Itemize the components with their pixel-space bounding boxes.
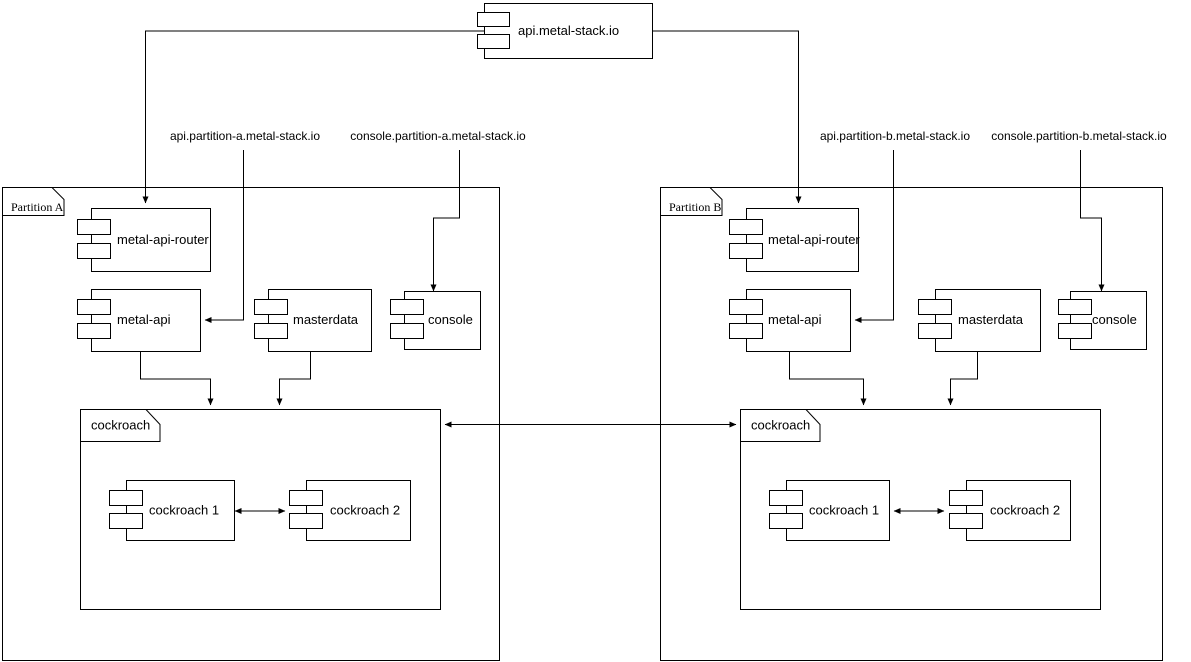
uml-component-icon	[390, 299, 424, 339]
component-label: masterdata	[958, 312, 1024, 327]
uml-component-icon	[289, 490, 323, 529]
component-cockroach-1-a[interactable]: cockroach 1	[109, 480, 235, 541]
component-label: metal-api	[117, 312, 171, 327]
partition-a-label: Partition A	[11, 200, 64, 214]
uml-component-icon	[1058, 299, 1092, 339]
component-metal-api-router-a[interactable]: metal-api-router	[77, 208, 211, 272]
component-metal-api-b[interactable]: metal-api	[729, 289, 851, 352]
edge-label-console-partition-a: console.partition-a.metal-stack.io	[350, 129, 526, 143]
component-label: cockroach 2	[330, 502, 400, 517]
component-masterdata-b[interactable]: masterdata	[918, 289, 1041, 352]
component-console-b[interactable]: console	[1058, 291, 1147, 350]
component-label: metal-api	[768, 312, 822, 327]
component-metal-api-router-b[interactable]: metal-api-router	[729, 208, 861, 272]
uml-component-icon	[918, 299, 952, 339]
component-cockroach-1-b[interactable]: cockroach 1	[769, 480, 890, 541]
partition-b-label: Partition B	[669, 200, 721, 214]
edge-metal-api-a-to-cockroach	[140, 351, 214, 406]
uml-component-icon	[254, 299, 288, 339]
component-label: console	[1092, 312, 1137, 327]
edge-api-to-router-a	[142, 30, 484, 204]
component-masterdata-a[interactable]: masterdata	[254, 289, 372, 352]
cockroach-cluster-a-label: cockroach	[91, 417, 150, 432]
component-cockroach-2-b[interactable]: cockroach 2	[949, 480, 1071, 541]
edge-metal-api-b-to-cockroach	[789, 351, 867, 406]
component-label: metal-api-router	[117, 232, 209, 247]
edge-masterdata-b-to-cockroach	[947, 351, 978, 406]
edge-label-api-partition-b: api.partition-b.metal-stack.io	[820, 129, 970, 143]
component-label: cockroach 1	[809, 502, 879, 517]
uml-component-icon	[769, 490, 803, 529]
uml-component-icon	[477, 12, 510, 49]
uml-component-icon	[77, 299, 111, 339]
edge-console-partition-a-to-console	[430, 150, 460, 292]
edge-masterdata-a-to-cockroach	[276, 351, 311, 406]
edge-api-partition-a-to-metal-api	[204, 150, 244, 324]
edge-label-console-partition-b: console.partition-b.metal-stack.io	[991, 129, 1167, 143]
uml-component-icon	[729, 299, 763, 339]
component-label: masterdata	[293, 312, 359, 327]
component-cockroach-2-a[interactable]: cockroach 2	[289, 480, 411, 541]
component-label: cockroach 2	[990, 502, 1060, 517]
component-console-a[interactable]: console	[390, 291, 481, 350]
edge-console-partition-b-to-console	[1080, 150, 1105, 292]
component-label: cockroach 1	[149, 502, 219, 517]
edge-api-partition-b-to-metal-api	[854, 150, 894, 324]
edge-label-api-partition-a: api.partition-a.metal-stack.io	[170, 129, 320, 143]
component-label: api.metal-stack.io	[518, 23, 619, 38]
component-label: console	[428, 312, 473, 327]
component-api-metal-stack-io[interactable]: api.metal-stack.io	[477, 3, 653, 59]
uml-component-icon	[729, 219, 763, 259]
edge-api-to-router-b	[652, 30, 802, 204]
component-label: metal-api-router	[768, 232, 860, 247]
uml-component-icon	[77, 219, 111, 259]
uml-component-icon	[949, 490, 983, 529]
cockroach-cluster-b-label: cockroach	[751, 417, 810, 432]
component-metal-api-a[interactable]: metal-api	[77, 289, 201, 352]
uml-component-icon	[109, 490, 143, 529]
